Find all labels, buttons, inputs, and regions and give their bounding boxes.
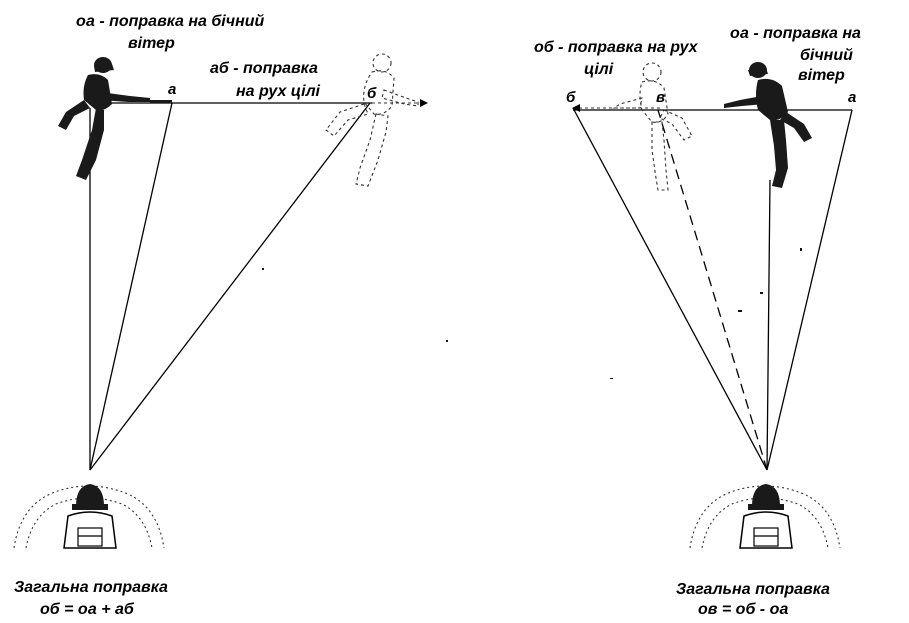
left-target-soldier <box>58 57 172 180</box>
right-target-soldier <box>724 62 812 188</box>
right-line-oa <box>766 109 853 471</box>
left-point-b: б <box>367 85 377 102</box>
right-shooter <box>689 484 841 549</box>
right-panel: б в а об - поправка на рух цілі оа - поп… <box>534 25 861 618</box>
right-caption: Загальна поправка <box>676 581 830 598</box>
right-point-a: а <box>848 89 856 106</box>
right-label-ob: об - поправка на рух <box>534 39 699 56</box>
left-line-ob <box>89 102 371 471</box>
left-label-ab-2: на рух цілі <box>236 83 321 100</box>
right-label-ob-2: цілі <box>584 61 614 78</box>
right-point-v: в <box>656 89 665 106</box>
left-caption: Загальна поправка <box>14 579 168 596</box>
right-point-b: б <box>566 89 576 106</box>
right-ghost-soldier <box>612 62 693 191</box>
left-label-oa: оа - поправка на бічний <box>76 13 265 30</box>
left-label-ab: аб - поправка <box>210 60 318 77</box>
right-arrow-head <box>572 104 580 112</box>
right-line-o <box>766 179 771 471</box>
right-label-oa-2: бічний <box>800 47 853 64</box>
left-label-oa-2: вітер <box>128 35 175 52</box>
left-arrow-head <box>420 99 428 107</box>
left-shooter <box>13 484 165 549</box>
left-line-oa <box>89 102 173 471</box>
right-formula: ов = об - оа <box>698 601 789 618</box>
left-formula: об = оа + аб <box>40 601 135 618</box>
left-ghost-soldier <box>325 53 419 187</box>
left-point-a: а <box>168 81 176 98</box>
scan-specks <box>262 248 802 379</box>
left-panel: а б оа - поправка на бічний вітер аб - п… <box>13 13 428 618</box>
right-line-ob <box>572 107 768 471</box>
right-label-oa: оа - поправка на <box>730 25 861 42</box>
right-line-ov <box>657 109 768 471</box>
right-label-oa-3: вітер <box>798 67 845 84</box>
